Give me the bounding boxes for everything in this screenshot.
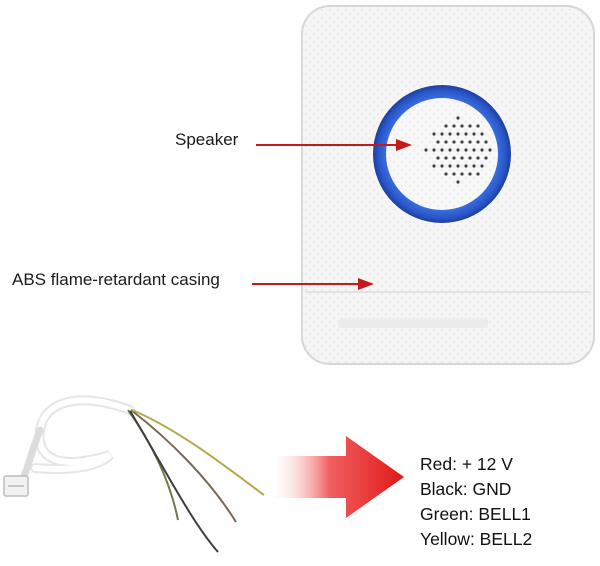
grille-hole	[476, 124, 480, 128]
grille-hole	[436, 140, 440, 144]
grille-hole	[440, 132, 444, 136]
wire-yellow-label: Yellow: BELL2	[420, 529, 533, 549]
grille-hole	[440, 164, 444, 168]
casing-callout-arrow	[252, 278, 374, 290]
grille-hole	[484, 140, 488, 144]
grille-hole	[472, 164, 476, 168]
grille-hole	[472, 148, 476, 152]
grille-hole	[480, 132, 484, 136]
speaker-callout-label: Speaker	[175, 130, 239, 149]
grille-hole	[480, 148, 484, 152]
grille-hole	[460, 156, 464, 160]
grille-hole	[464, 148, 468, 152]
grille-hole	[488, 148, 492, 152]
wire-black-label: Black: GND	[420, 479, 512, 499]
grille-hole	[460, 140, 464, 144]
grille-hole	[468, 140, 472, 144]
grille-hole	[452, 156, 456, 160]
grille-hole	[452, 140, 456, 144]
wire-color-legend: Red: + 12 V Black: GND Green: BELL1 Yell…	[420, 452, 532, 552]
grille-hole	[452, 172, 456, 176]
grille-hole	[476, 156, 480, 160]
speaker-ring	[373, 85, 511, 223]
cable-with-wires	[3, 395, 265, 553]
grille-hole	[464, 164, 468, 168]
grille-hole	[484, 156, 488, 160]
grille-hole	[424, 148, 428, 152]
grille-hole	[440, 148, 444, 152]
grille-hole	[456, 148, 460, 152]
grille-hole	[444, 172, 448, 176]
grille-hole	[460, 124, 464, 128]
grille-hole	[468, 124, 472, 128]
grille-hole	[456, 180, 460, 184]
grille-hole	[432, 148, 436, 152]
grille-hole	[452, 124, 456, 128]
grille-hole	[468, 156, 472, 160]
grille-hole	[448, 148, 452, 152]
big-red-arrow	[268, 436, 404, 518]
grille-hole	[456, 132, 460, 136]
speaker-grille	[424, 116, 492, 184]
casing-callout-label: ABS flame-retardant casing	[12, 270, 220, 289]
grille-hole	[436, 156, 440, 160]
grille-hole	[460, 172, 464, 176]
grille-hole	[476, 140, 480, 144]
grille-hole	[464, 132, 468, 136]
wire-red-label: Red: + 12 V	[420, 454, 513, 474]
grille-hole	[444, 124, 448, 128]
grille-hole	[472, 132, 476, 136]
grille-hole	[448, 164, 452, 168]
grille-hole	[444, 140, 448, 144]
grille-hole	[448, 132, 452, 136]
grille-hole	[456, 164, 460, 168]
grille-hole	[444, 156, 448, 160]
grille-hole	[432, 164, 436, 168]
grille-hole	[476, 172, 480, 176]
speaker-callout-arrow	[256, 139, 412, 151]
grille-hole	[456, 116, 460, 120]
grille-hole	[432, 132, 436, 136]
grille-hole	[468, 172, 472, 176]
grille-hole	[480, 164, 484, 168]
wire-green-label: Green: BELL1	[420, 504, 531, 524]
